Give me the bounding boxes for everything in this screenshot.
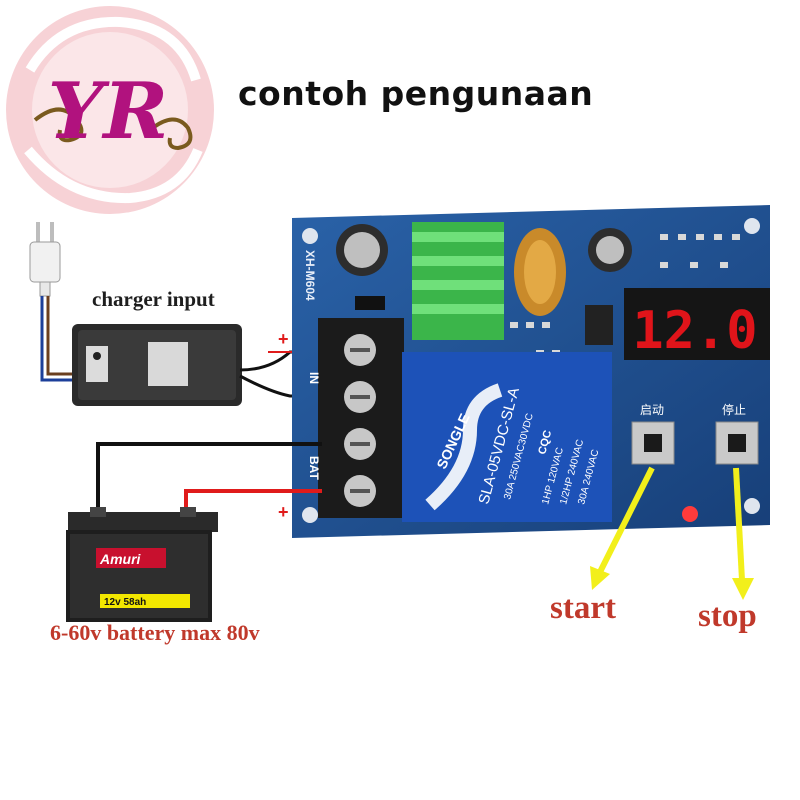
battery-plus-mark: + [278, 502, 289, 522]
charger-label: charger input [92, 287, 215, 311]
battery-label: 6-60v battery max 80v [50, 620, 260, 645]
battery: Amuri 12v 58ah [66, 507, 218, 622]
page-title: contoh pengunaan [238, 74, 594, 113]
charger-plus-mark: + [278, 329, 289, 349]
stop-label: stop [698, 598, 757, 634]
start-button[interactable] [631, 421, 675, 465]
start-label: start [550, 590, 616, 626]
status-led [682, 506, 698, 522]
battery-rating: 12v 58ah [104, 597, 146, 608]
charger-unit [72, 324, 242, 406]
inductor-coil [514, 228, 566, 316]
battery-brand: Amuri [99, 551, 142, 567]
stop-arrow [732, 467, 754, 600]
stop-button-label: 停止 [722, 402, 746, 417]
terminal-in-label: IN [307, 372, 321, 384]
logo-text: YR [48, 66, 169, 157]
yr-logo: YR [6, 6, 214, 214]
stop-button[interactable] [715, 421, 759, 465]
relay: SONGLE SLA-05VDC-SL-A 30A 250VAC30VDC CQ… [402, 352, 612, 522]
terminal-bat-label: BAT [307, 456, 321, 480]
board-model: XH-M604 [303, 250, 317, 301]
display-value: 12.0 [632, 301, 757, 361]
terminal-block [318, 318, 404, 518]
start-button-label: 启动 [640, 403, 664, 417]
heat-sink [412, 222, 504, 340]
led-display: 12.0 [624, 288, 770, 361]
start-arrow [590, 466, 655, 590]
power-plug [29, 222, 61, 297]
controller-board: 12.0 XH-M604 IN BAT [292, 205, 770, 538]
